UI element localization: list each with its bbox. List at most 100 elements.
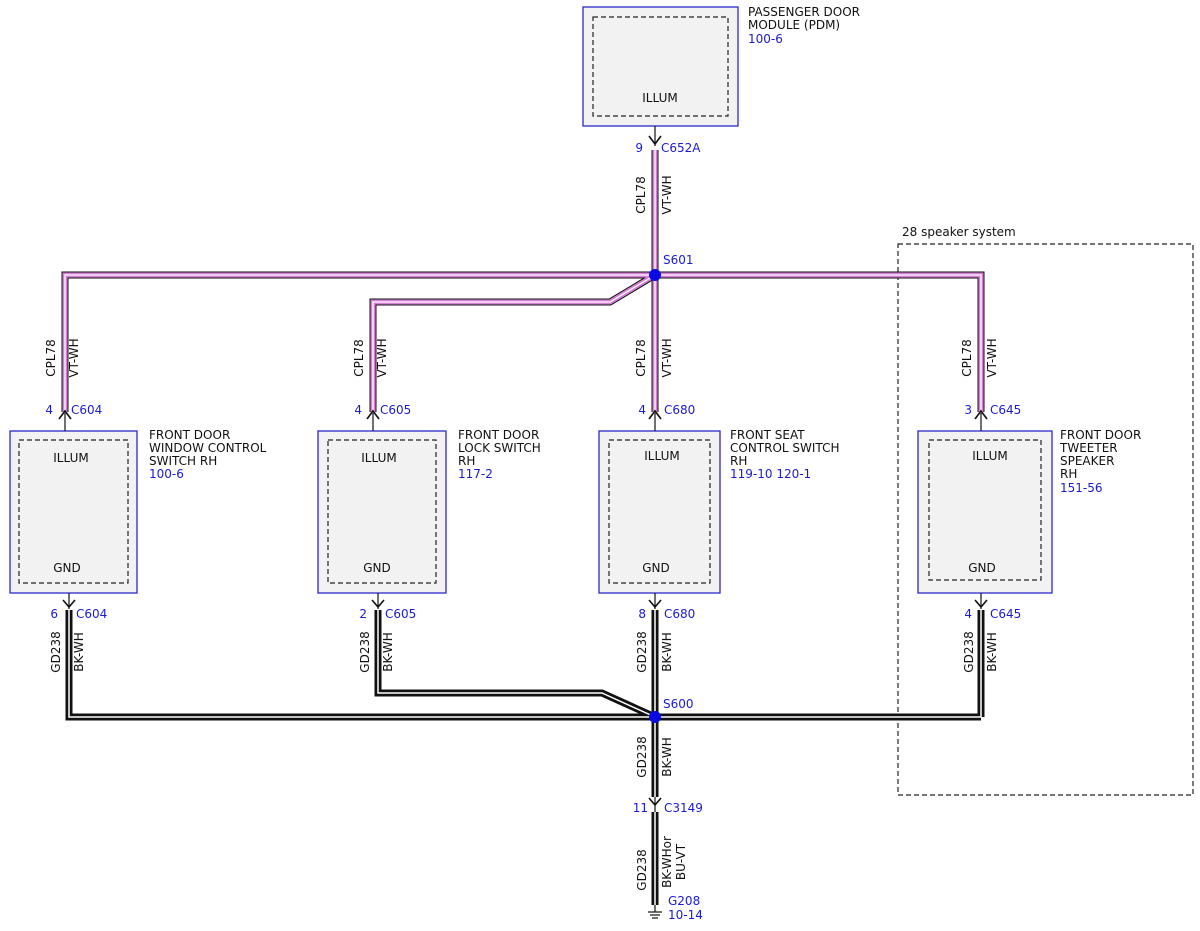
seat-switch-name-line3: RH [730,454,747,468]
window-top-pin-number: 4 [45,403,53,417]
pdm-illum-pin: ILLUM [642,91,677,105]
seat-bottom-connector-arrow [648,593,662,609]
wire-color-label: VT-WH [375,338,389,377]
pdm-module[interactable]: ILLUM [582,6,739,127]
pdm-name-line2: MODULE (PDM) [748,18,840,32]
window-bottom-connector-name[interactable]: C604 [76,607,107,621]
lock-bottom-connector-arrow [371,593,385,609]
wire-color-label: BK-WH [985,632,999,672]
seat-bottom-pin-number: 8 [638,607,646,621]
lock-bottom-pin-number: 2 [359,607,367,621]
pdm-connector-arrow [648,126,662,146]
wire-color-label: BK-WH [660,632,674,672]
tweeter-name-line4: RH [1060,467,1077,481]
lock-top-pin-number: 4 [354,403,362,417]
lock-switch-name-line1: FRONT DOOR [458,428,539,442]
pdm-connector-name[interactable]: C652A [661,141,701,155]
pdm-name-line1: PASSENGER DOOR [748,5,860,19]
tweeter-illum-pin: ILLUM [972,449,1007,463]
tweeter-top-connector-name[interactable]: C645 [990,403,1021,417]
tweeter-bottom-connector-name[interactable]: C645 [990,607,1021,621]
c3149-connector-name[interactable]: C3149 [664,801,703,815]
wire-circuit-label: CPL78 [634,339,648,377]
seat-top-connector-name[interactable]: C680 [664,403,695,417]
ground-symbol-icon [648,905,662,919]
window-switch-illum-pin: ILLUM [53,451,88,465]
lock-switch-name-line2: LOCK SWITCH [458,441,541,455]
lock-top-connector-name[interactable]: C605 [380,403,411,417]
window-switch-module[interactable]: ILLUM GND [9,430,138,594]
window-switch-name-line1: FRONT DOOR [149,428,230,442]
window-switch-ref-link[interactable]: 100-6 [149,467,184,481]
seat-bottom-connector-name[interactable]: C680 [664,607,695,621]
splice-s600-dot[interactable] [649,711,661,723]
ground-g208-name[interactable]: G208 [668,894,700,908]
wire-color-label-line2: BU-VT [674,843,688,880]
lock-switch-name-line3: RH [458,454,475,468]
wire-circuit-label: CPL78 [634,176,648,214]
lock-switch-illum-pin: ILLUM [361,451,396,465]
pdm-pin-number: 9 [635,141,643,155]
wire-color-label: BK-WH [381,632,395,672]
wire-circuit-label: GD238 [635,631,649,672]
wire-circuit-label: GD238 [49,631,63,672]
wire-color-label: VT-WH [985,338,999,377]
seat-switch-ref-link[interactable]: 119-10 120-1 [730,467,811,481]
lock-bottom-connector-name[interactable]: C605 [385,607,416,621]
splice-s601-label[interactable]: S601 [663,253,694,267]
seat-switch-gnd-pin: GND [642,561,670,575]
window-bottom-connector-arrow [62,593,76,609]
ground-wire-harness[interactable] [65,610,985,905]
wire-color-label-line1: BK-WHor [660,836,674,888]
lock-switch-gnd-pin: GND [363,561,391,575]
speaker-system-label: 28 speaker system [902,225,1016,239]
lock-switch-module[interactable]: ILLUM GND [317,430,447,594]
splice-s600-label[interactable]: S600 [663,697,694,711]
lock-switch-ref-link[interactable]: 117-2 [458,467,493,481]
tweeter-bottom-connector-arrow [974,593,988,609]
seat-top-pin-number: 4 [638,403,646,417]
window-switch-name-line2: WINDOW CONTROL [149,441,267,455]
wire-circuit-label: CPL78 [352,339,366,377]
tweeter-name-line3: SPEAKER [1060,454,1114,468]
tweeter-name-line1: FRONT DOOR [1060,428,1141,442]
lock-top-connector-arrow [366,409,380,431]
wire-circuit-label: CPL78 [44,339,58,377]
illum-wire-harness[interactable] [61,150,985,412]
window-bottom-pin-number: 6 [50,607,58,621]
tweeter-top-connector-arrow [974,409,988,431]
window-switch-gnd-pin: GND [53,561,81,575]
c3149-pin-number: 11 [633,801,648,815]
window-top-connector-name[interactable]: C604 [71,403,102,417]
window-top-connector-arrow [58,409,72,431]
wire-color-label: VT-WH [660,175,674,214]
wire-circuit-label: GD238 [635,736,649,777]
wire-color-label: BK-WH [72,632,86,672]
tweeter-gnd-pin: GND [968,561,996,575]
seat-switch-module[interactable]: ILLUM GND [598,430,721,594]
splice-s601-dot[interactable] [649,269,661,281]
tweeter-module[interactable]: ILLUM GND [917,430,1053,594]
c3149-connector-arrow [648,797,662,812]
wire-circuit-label: GD238 [962,631,976,672]
wire-color-label: VT-WH [660,338,674,377]
seat-switch-illum-pin: ILLUM [644,449,679,463]
wire-circuit-label: GD238 [358,631,372,672]
seat-switch-name-line1: FRONT SEAT [730,428,805,442]
window-switch-name-line3: SWITCH RH [149,454,217,468]
pdm-ref-link[interactable]: 100-6 [748,32,783,46]
seat-top-connector-arrow [648,409,662,431]
wire-circuit-label: CPL78 [960,339,974,377]
speaker-system-group [897,243,1194,796]
wire-circuit-label: GD238 [635,849,649,890]
tweeter-ref-link[interactable]: 151-56 [1060,481,1103,495]
wire-color-label: VT-WH [67,338,81,377]
wire-color-label: BK-WH [660,737,674,777]
ground-g208-ref[interactable]: 10-14 [668,908,703,922]
tweeter-name-line2: TWEETER [1059,441,1118,455]
seat-switch-name-line2: CONTROL SWITCH [730,441,839,455]
tweeter-bottom-pin-number: 4 [964,607,972,621]
tweeter-top-pin-number: 3 [964,403,972,417]
